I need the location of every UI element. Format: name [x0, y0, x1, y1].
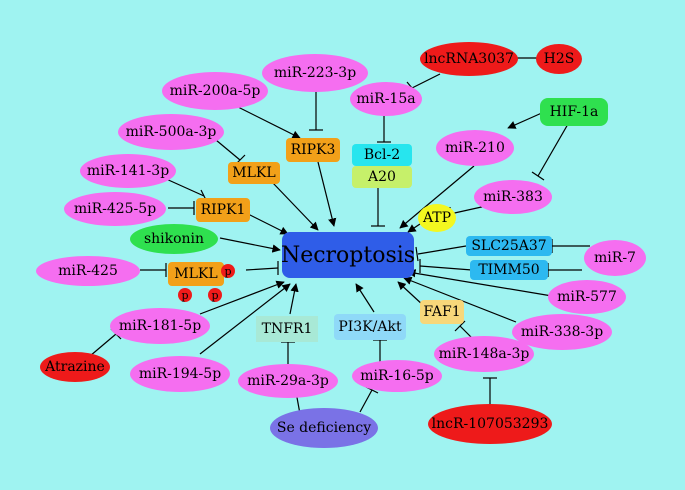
lncr-107053293-node: lncR-107053293 — [428, 404, 552, 444]
hif-1a-node: HIF-1a — [540, 98, 608, 126]
bcl-2-node: Bcl-2 — [352, 144, 412, 166]
phospho-dot-2: p — [178, 288, 192, 302]
h2s-node: H2S — [536, 44, 582, 74]
edge-pi3k-necroptosis — [355, 283, 375, 313]
faf1-node: FAF1 — [420, 300, 464, 324]
pi3k-akt-node: PI3K/Akt — [334, 314, 406, 340]
timm50-node: TIMM50 — [470, 260, 548, 280]
slc25a37-node: SLC25A37 — [466, 236, 552, 256]
edge-mir210-necroptosis — [399, 165, 475, 229]
atrazine-node: Atrazine — [40, 352, 110, 382]
mir-15a-node: miR-15a — [350, 82, 422, 116]
mir-194-5p-node: miR-194-5p — [130, 356, 230, 392]
mir-500a-3p-node: miR-500a-3p — [118, 114, 224, 150]
mir-383-node: miR-383 — [474, 180, 552, 214]
edge-atp-necroptosis — [407, 223, 421, 233]
necroptosis-node: Necroptosis — [281, 232, 415, 278]
mir-577-node: miR-577 — [548, 280, 626, 314]
phospho-dot-3: p — [208, 288, 222, 302]
mir-200a-5p-node: miR-200a-5p — [162, 72, 268, 110]
edge-tnfr1-necroptosis — [289, 283, 299, 315]
mlkl-node-phospho: MLKL — [168, 262, 224, 286]
ripk1-node: RIPK1 — [196, 198, 250, 222]
mir-16-5p-node: miR-16-5p — [352, 360, 442, 392]
inhibitory-edges — [89, 51, 590, 415]
mir-148a-3p-node: miR-148a-3p — [434, 336, 534, 372]
edge-mir577-necroptosis — [407, 269, 553, 297]
edge-mir200a-ripk3 — [231, 103, 301, 139]
phospho-dot-1: p — [221, 264, 235, 278]
edge-ripk1-necroptosis — [247, 213, 289, 235]
mlkl-node-top: MLKL — [228, 162, 280, 184]
se-deficiency-node: Se deficiency — [270, 408, 378, 448]
shikonin-node: shikonin — [130, 224, 218, 254]
mir-223-3p-node: miR-223-3p — [262, 54, 368, 92]
tnfr1-node: TNFR1 — [256, 316, 318, 342]
mir-141-3p-node: miR-141-3p — [80, 154, 176, 188]
edge-mir181-necroptosis — [199, 280, 285, 315]
mir-425-node: miR-425 — [36, 256, 140, 286]
mir-338-3p-node: miR-338-3p — [512, 314, 612, 350]
mir-210-node: miR-210 — [436, 130, 514, 166]
atp-node: ATP — [418, 204, 456, 232]
mir-425-5p-node: miR-425-5p — [64, 192, 166, 226]
lncrna3037-node: lncRNA3037 — [420, 42, 518, 76]
edge-hif1a-mir210 — [507, 111, 545, 129]
edge-mlkl1-necroptosis — [271, 181, 319, 231]
mir-181-5p-node: miR-181-5p — [110, 308, 210, 344]
a20-node: A20 — [352, 166, 412, 188]
edge-ripk3-necroptosis — [317, 161, 337, 227]
edge-shikonin-necroptosis — [219, 237, 281, 253]
edge-mir194-necroptosis — [199, 283, 291, 355]
ripk3-node: RIPK3 — [286, 138, 340, 162]
mir-7-node: miR-7 — [584, 240, 646, 276]
mir-29a-3p-node: miR-29a-3p — [238, 364, 338, 398]
edge-faf1-necroptosis — [397, 281, 425, 307]
